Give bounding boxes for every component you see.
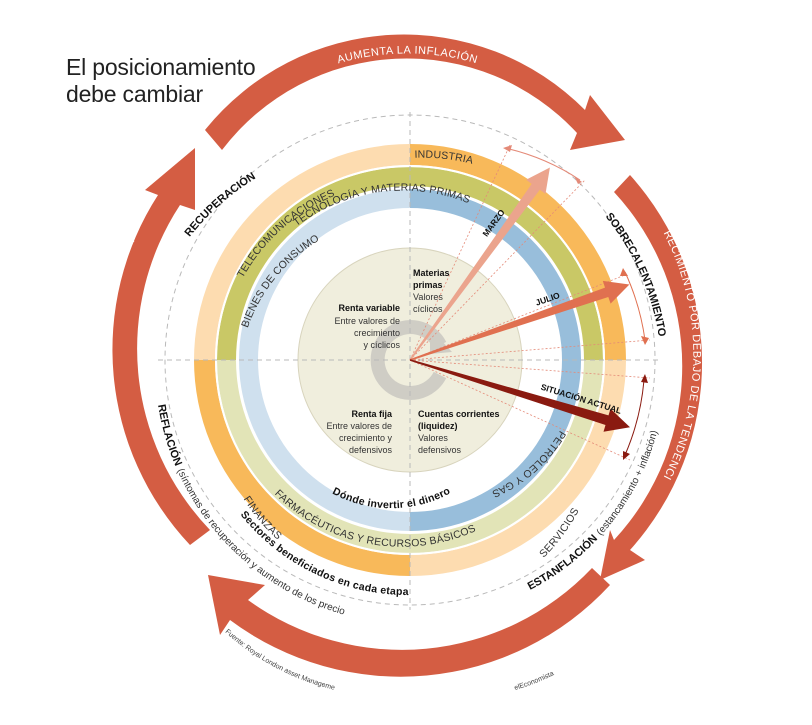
q-tl-line: y cíclicos	[363, 340, 400, 350]
pointer-marzo	[409, 167, 550, 361]
title-line-1: El posicionamiento	[66, 54, 256, 80]
pointer-julio	[409, 280, 630, 361]
brand-logo: elEconomista	[514, 670, 556, 692]
ring-outer-bottom-right	[410, 360, 626, 576]
title-line-2: debe cambiar	[66, 81, 203, 107]
ring-inner-right	[410, 189, 581, 531]
q-br-line: defensivos	[418, 445, 462, 455]
outer-ring	[194, 144, 626, 576]
arrow-left	[112, 148, 210, 545]
chart-title: El posicionamiento debe cambiar	[66, 54, 256, 108]
center-quadrant-top-right: Materias primas Valores cíclicos	[413, 268, 450, 314]
ring-outer-top-right	[410, 144, 626, 360]
arrow-bottom-label: DISMINUYE LA INFLACIÓN	[339, 702, 491, 725]
range-arrows	[503, 145, 649, 460]
pointer-situacion-actual	[409, 359, 630, 432]
ring-outer-top-left	[194, 144, 410, 360]
q-br-title: (liquidez)	[418, 421, 458, 431]
arrow-bottom	[208, 568, 610, 677]
arrow-top	[205, 34, 625, 151]
cycle-arrows	[112, 34, 703, 677]
q-bl-line: crecimiento y	[339, 433, 393, 443]
q-tl-title: Renta variable	[338, 303, 400, 313]
center-quadrant-bottom-right: Cuentas corrientes (liquidez) Valores de…	[418, 409, 500, 455]
ring-outer-bottom-left	[194, 360, 410, 576]
q-tr-title: primas	[413, 280, 443, 290]
q-bl-line: defensivos	[349, 445, 393, 455]
arrow-right	[600, 175, 703, 580]
q-tr-line: cíclicos	[413, 304, 443, 314]
center-quadrant-top-left: Renta variable Entre valores de crecimie…	[334, 303, 400, 350]
q-br-line: Valores	[418, 433, 448, 443]
q-tl-line: crecimiento	[354, 328, 400, 338]
inner-ring	[239, 189, 581, 531]
q-tr-line: Valores	[413, 292, 443, 302]
q-bl-line: Entre valores de	[326, 421, 392, 431]
q-tl-line: Entre valores de	[334, 316, 400, 326]
ring-inner-left	[239, 189, 410, 531]
q-bl-title: Renta fija	[351, 409, 393, 419]
q-tr-title: Materias	[413, 268, 450, 278]
q-br-title: Cuentas corrientes	[418, 409, 500, 419]
range-rays	[409, 144, 651, 461]
center-quadrant-bottom-left: Renta fija Entre valores de crecimiento …	[326, 409, 393, 455]
